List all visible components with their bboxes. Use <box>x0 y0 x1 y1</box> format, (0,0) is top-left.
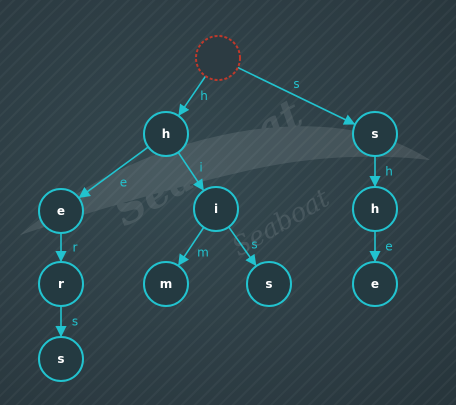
trie-node-he: e <box>38 188 84 234</box>
edge-he-her: r <box>55 233 78 263</box>
trie-node-hi: i <box>193 186 239 232</box>
nodes-layer: h s e i h r m s e s <box>38 35 398 382</box>
edge-label: r <box>73 241 78 255</box>
node-circle <box>352 261 398 307</box>
edge-label: s <box>293 77 299 91</box>
edge-line <box>237 66 356 125</box>
node-label: e <box>371 277 379 291</box>
trie-root-node <box>195 35 241 81</box>
edge-sh-she: e <box>369 231 393 263</box>
node-circle <box>38 336 84 382</box>
edge-h-hi: i <box>177 151 204 191</box>
node-label: i <box>214 202 218 216</box>
trie-node-sh: h <box>352 186 398 232</box>
edge-h-he: e <box>78 146 149 199</box>
edge-line <box>178 226 205 266</box>
node-label: s <box>371 127 378 141</box>
edge-label: e <box>120 176 127 190</box>
edge-line <box>78 146 149 199</box>
edge-line <box>178 75 207 116</box>
node-circle <box>246 261 292 307</box>
edge-label: e <box>385 240 392 254</box>
edge-label: h <box>385 165 393 179</box>
edge-root-h: h <box>178 75 208 116</box>
edges-layer: h s e i h r m s e s <box>55 66 393 338</box>
trie-node-his: s <box>246 261 292 307</box>
edge-label: s <box>251 238 257 252</box>
trie-node-him: m <box>143 261 189 307</box>
edge-hi-him: m <box>178 226 209 266</box>
node-circle <box>193 186 239 232</box>
edge-hi-his: s <box>228 226 258 267</box>
node-label: e <box>57 204 65 218</box>
node-circle <box>38 188 84 234</box>
node-circle <box>143 261 189 307</box>
edge-s-sh: h <box>369 156 393 188</box>
node-circle <box>143 111 189 157</box>
trie-node-h: h <box>143 111 189 157</box>
edge-label: i <box>199 161 202 175</box>
edge-line <box>228 226 257 267</box>
node-label: s <box>265 277 272 291</box>
node-label: s <box>57 352 64 366</box>
edge-root-s: s <box>237 66 356 125</box>
node-circle <box>352 186 398 232</box>
edge-label: s <box>72 315 78 329</box>
trie-node-she: e <box>352 261 398 307</box>
edge-her-hers: s <box>55 306 78 338</box>
edge-label: h <box>200 89 208 103</box>
node-label: r <box>58 277 64 291</box>
node-label: m <box>160 277 173 291</box>
node-label: h <box>162 127 171 141</box>
node-circle <box>352 111 398 157</box>
trie-node-s: s <box>352 111 398 157</box>
boat-shape <box>20 126 430 235</box>
edge-line <box>177 151 204 191</box>
trie-node-her: r <box>38 261 84 307</box>
node-circle <box>195 35 241 81</box>
trie-node-hers: s <box>38 336 84 382</box>
edge-label: m <box>197 246 209 260</box>
node-label: h <box>371 202 380 216</box>
node-circle <box>38 261 84 307</box>
